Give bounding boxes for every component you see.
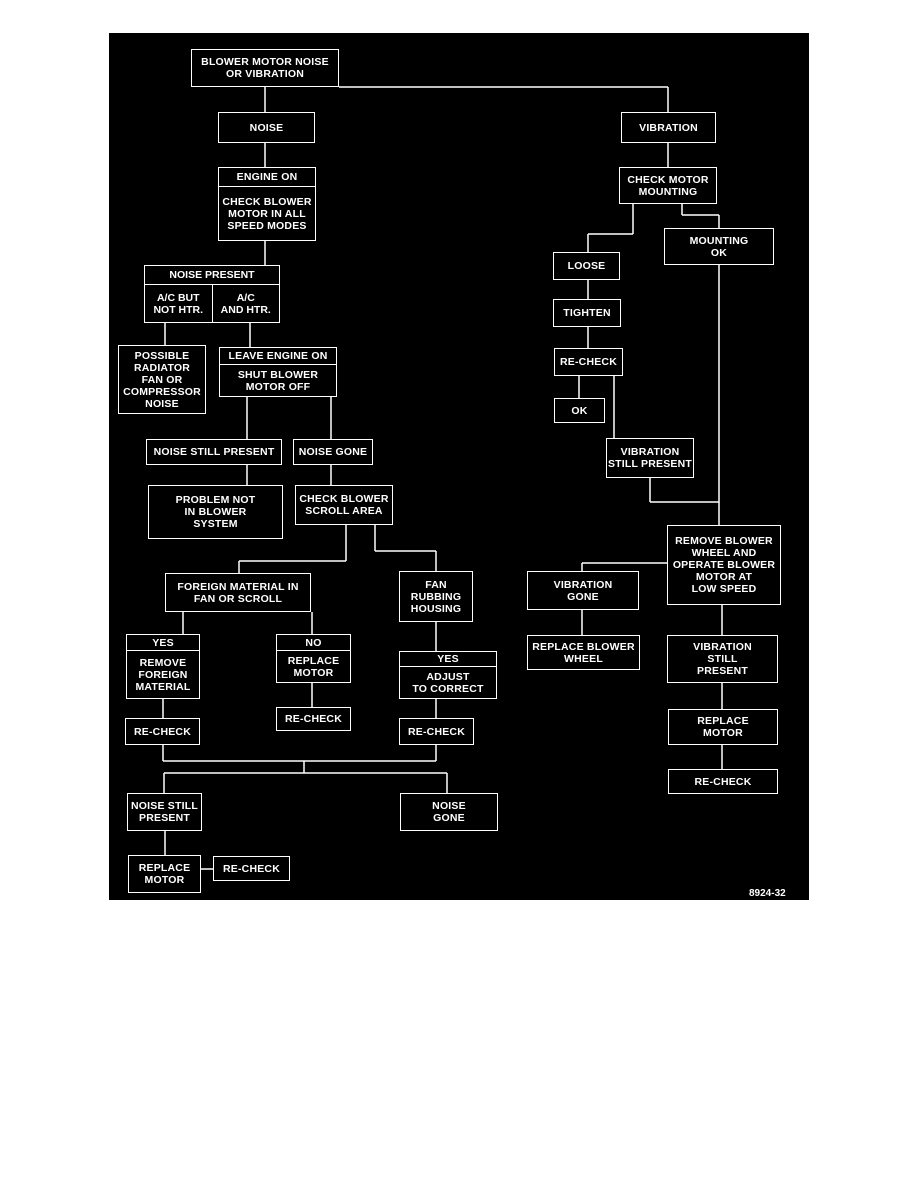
mounting-ok-node: MOUNTING OK [664, 228, 774, 265]
check-scroll-area-node: CHECK BLOWER SCROLL AREA [295, 485, 393, 525]
flowchart-panel: BLOWER MOTOR NOISE OR VIBRATION NOISE VI… [109, 33, 809, 900]
noise-node: NOISE [218, 112, 315, 143]
noise-gone-node-2: NOISE GONE [400, 793, 498, 831]
loose-node: LOOSE [553, 252, 620, 280]
replace-motor-node-1: REPLACE MOTOR [128, 855, 201, 893]
ac-and-htr-cell: A/C AND HTR. [211, 285, 280, 322]
remove-foreign-material-body: REMOVE FOREIGN MATERIAL [135, 656, 191, 693]
fan-rubbing-node: FAN RUBBING HOUSING [399, 571, 473, 622]
noise-present-header: NOISE PRESENT [145, 266, 279, 285]
vibration-still-present-node-2: VIBRATION STILL PRESENT [667, 635, 778, 683]
connector-lines [162, 86, 723, 870]
tighten-node: TIGHTEN [553, 299, 621, 327]
engine-on-header: ENGINE ON [219, 168, 315, 187]
start-node: BLOWER MOTOR NOISE OR VIBRATION [191, 49, 339, 87]
leave-engine-on-node: LEAVE ENGINE ON SHUT BLOWER MOTOR OFF [219, 347, 337, 397]
leave-engine-on-body: SHUT BLOWER MOTOR OFF [237, 368, 319, 393]
replace-motor-body: REPLACE MOTOR [287, 654, 340, 679]
engine-on-node: ENGINE ON CHECK BLOWER MOTOR IN ALL SPEE… [218, 167, 316, 241]
yes-adjust-node: YES ADJUST TO CORRECT [399, 651, 497, 699]
vibration-node: VIBRATION [621, 112, 716, 143]
replace-motor-node-2: REPLACE MOTOR [668, 709, 778, 745]
foreign-material-node: FOREIGN MATERIAL IN FAN OR SCROLL [165, 573, 311, 612]
ac-not-htr-cell: A/C BUT NOT HTR. [153, 291, 204, 316]
vibration-still-present-node: VIBRATION STILL PRESENT [606, 438, 694, 478]
noise-still-present-node: NOISE STILL PRESENT [146, 439, 282, 465]
replace-blower-wheel-node: REPLACE BLOWER WHEEL [527, 635, 640, 670]
recheck-node-3: RE-CHECK [399, 718, 474, 745]
recheck-node-4: RE-CHECK [213, 856, 290, 881]
yes-header: YES [127, 635, 199, 651]
no-replace-motor-node: NO REPLACE MOTOR [276, 634, 351, 683]
vibration-gone-node: VIBRATION GONE [527, 571, 639, 610]
ok-node: OK [554, 398, 605, 423]
yes-adjust-header: YES [400, 652, 496, 667]
remove-blower-wheel-node: REMOVE BLOWER WHEEL AND OPERATE BLOWER M… [667, 525, 781, 605]
figure-id: 8924-32 [749, 888, 786, 899]
recheck-node-2: RE-CHECK [276, 707, 351, 731]
adjust-to-correct-body: ADJUST TO CORRECT [412, 670, 484, 695]
check-motor-mounting-node: CHECK MOTOR MOUNTING [619, 167, 717, 204]
noise-still-present-node-2: NOISE STILL PRESENT [127, 793, 202, 831]
yes-remove-material-node: YES REMOVE FOREIGN MATERIAL [126, 634, 200, 699]
recheck-node-1: RE-CHECK [125, 718, 200, 745]
engine-on-body: CHECK BLOWER MOTOR IN ALL SPEED MODES [222, 195, 312, 232]
noise-present-node: NOISE PRESENT A/C BUT NOT HTR. A/C AND H… [144, 265, 280, 323]
no-header: NO [277, 635, 350, 651]
noise-gone-node: NOISE GONE [293, 439, 373, 465]
problem-not-in-blower-node: PROBLEM NOT IN BLOWER SYSTEM [148, 485, 283, 539]
recheck-node-6: RE-CHECK [668, 769, 778, 794]
possible-radiator-node: POSSIBLE RADIATOR FAN OR COMPRESSOR NOIS… [118, 345, 206, 414]
leave-engine-on-header: LEAVE ENGINE ON [220, 348, 336, 365]
recheck-node-5: RE-CHECK [554, 348, 623, 376]
